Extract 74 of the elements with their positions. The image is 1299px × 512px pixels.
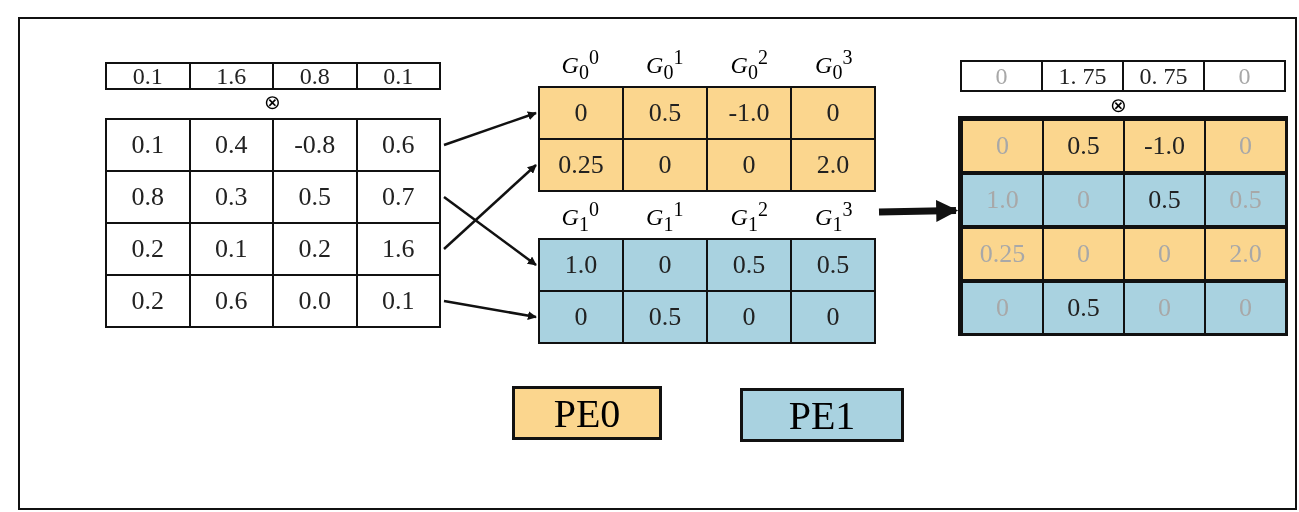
matrix-cell-text: 0	[825, 97, 841, 129]
matrix-cell-text: 0	[1238, 130, 1253, 162]
matrix-cell: 0. 75	[1124, 62, 1205, 90]
matrix-cell: 0.0	[274, 276, 358, 326]
matrix-cell-text: 2.0	[1228, 238, 1263, 270]
matrix-row	[961, 119, 1287, 173]
matrix-cell-text: 0	[1237, 62, 1252, 90]
matrix-row	[961, 281, 1287, 335]
arrow	[443, 164, 537, 250]
matrix-row	[538, 238, 876, 292]
matrix-row	[105, 118, 441, 172]
matrix-cell-text: 0.1	[381, 285, 416, 317]
matrix-cell: 0.8	[107, 172, 191, 222]
vector-row	[960, 60, 1286, 92]
matrix-row	[105, 222, 441, 276]
vector-row	[105, 62, 441, 90]
matrix-cell: 0	[708, 292, 792, 342]
matrix-row	[961, 227, 1287, 281]
matrix-cell: 0	[963, 121, 1044, 171]
matrix-cell: 0.5	[1044, 283, 1125, 333]
matrix-cell: -1.0	[1125, 121, 1206, 171]
matrix-row	[105, 274, 441, 328]
matrix-cell: 0.5	[274, 172, 358, 222]
legend-key: PE0	[512, 386, 662, 440]
matrix-cell: 0	[624, 140, 708, 190]
legend-key: PE1	[740, 388, 904, 442]
matrix-cell-text: 0.6	[381, 129, 416, 161]
matrix-cell-text: 0	[1238, 292, 1253, 324]
matrix-cell: 0.1	[107, 120, 191, 170]
matrix-row	[961, 173, 1287, 227]
matrix-cell: 0	[1044, 175, 1125, 225]
matrix-cell: 0.2	[107, 224, 191, 274]
matrix-cell: 1.0	[963, 175, 1044, 225]
matrix-cell: 0.1	[107, 64, 191, 88]
matrix-grid	[958, 116, 1288, 336]
matrix-cell: 0.1	[190, 224, 274, 274]
matrix-cell: 0.8	[274, 64, 358, 88]
matrix-cell: 0.25	[963, 229, 1044, 279]
matrix-cell-text: 0.5	[1228, 184, 1263, 216]
matrix-cell: 0	[1125, 283, 1206, 333]
matrix-row	[538, 86, 876, 140]
matrix-cell-text: 0	[825, 301, 841, 333]
matrix-row	[538, 290, 876, 344]
matrix-cell: 0.2	[107, 276, 191, 326]
matrix-cell: 0.6	[190, 276, 274, 326]
matrix-cell: -0.8	[274, 120, 358, 170]
matrix-cell: 0.5	[624, 292, 708, 342]
matrix-cell: 0	[708, 140, 792, 190]
arrow	[878, 199, 959, 222]
matrix-cell: 0	[962, 62, 1043, 90]
arrow	[443, 111, 537, 147]
arrow	[443, 196, 537, 266]
matrix-cell-text: 0.5	[815, 249, 851, 281]
matrix-cell: 0.5	[1044, 121, 1125, 171]
arrow	[443, 299, 537, 321]
matrix-cell: 1.6	[190, 64, 274, 88]
matrix-cell-text: 2.0	[815, 149, 851, 181]
matrix-cell: 0	[1125, 229, 1206, 279]
matrix-cell-text: 1.6	[381, 233, 416, 265]
matrix-cell: 0	[1044, 229, 1125, 279]
matrix-cell-text: 0.1	[382, 64, 415, 88]
matrix-cell: 0	[963, 283, 1044, 333]
matrix-row	[105, 170, 441, 224]
matrix-cell: 0.2	[274, 224, 358, 274]
matrix-row	[538, 138, 876, 192]
operator-symbol: ⊗	[264, 92, 281, 112]
operator-symbol: ⊗	[1110, 95, 1127, 115]
matrix-cell: 0.25	[540, 140, 624, 190]
matrix-cell: 0	[540, 292, 624, 342]
matrix-cell: 0.4	[190, 120, 274, 170]
matrix-cell: 0.5	[1125, 175, 1206, 225]
matrix-cell: 0.3	[190, 172, 274, 222]
matrix-cell: 1. 75	[1043, 62, 1124, 90]
matrix-cell-text: 0.7	[381, 181, 416, 213]
